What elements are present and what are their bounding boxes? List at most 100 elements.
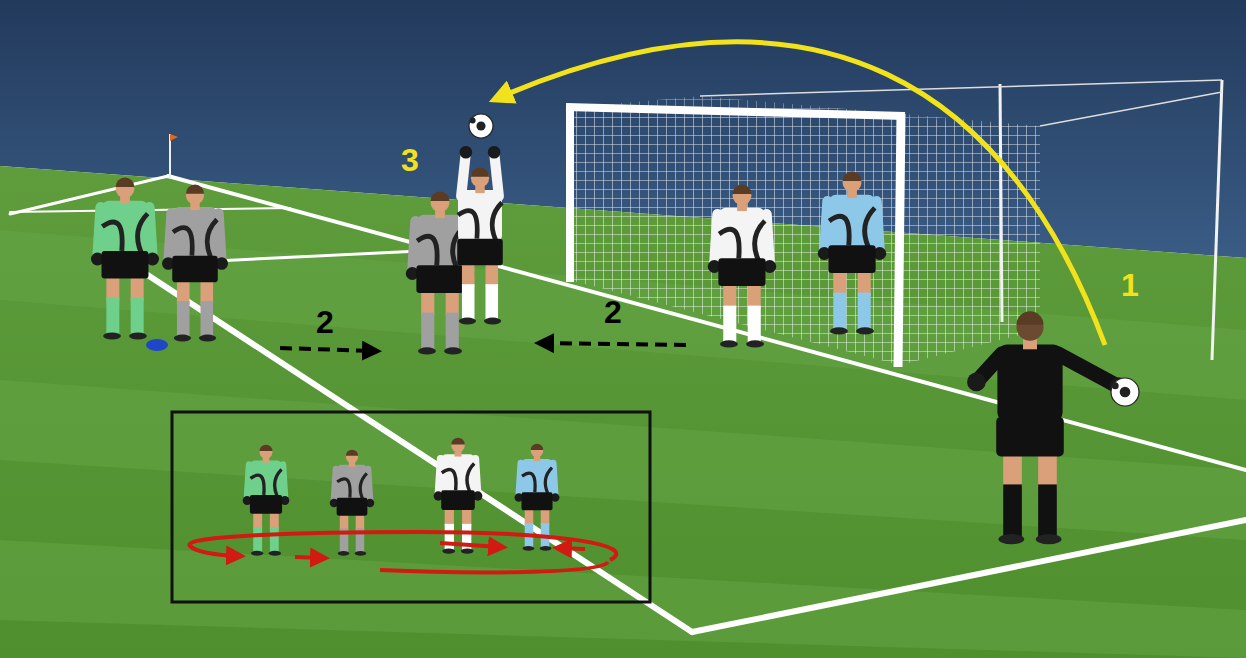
hair	[733, 185, 752, 194]
shorts	[416, 265, 463, 293]
boot	[720, 340, 738, 347]
goalkeeper-figure	[818, 172, 886, 335]
leg	[462, 262, 475, 287]
shirt	[442, 454, 474, 492]
football	[1111, 378, 1139, 406]
shirt	[719, 208, 765, 262]
shirt	[829, 195, 875, 249]
boot	[856, 327, 874, 334]
crossbar	[566, 107, 905, 116]
arm	[824, 201, 827, 253]
goal	[566, 80, 1222, 367]
leg	[356, 514, 364, 531]
leg	[525, 508, 534, 525]
sock	[1003, 484, 1022, 538]
hair	[451, 438, 464, 445]
arm	[149, 207, 152, 259]
arm	[766, 214, 769, 266]
net-rope	[1040, 92, 1222, 126]
boot	[199, 335, 216, 342]
rotation-arrow	[189, 532, 616, 560]
hair	[531, 444, 543, 450]
net-support	[1000, 84, 1002, 322]
shirt-pattern	[337, 473, 367, 498]
arm	[97, 207, 100, 259]
boot	[999, 534, 1025, 544]
net-support	[1212, 80, 1222, 360]
rotation-arrow	[295, 557, 322, 558]
shorts	[250, 495, 282, 514]
sock	[445, 524, 454, 551]
shorts	[521, 492, 552, 510]
boot	[269, 551, 281, 556]
arm	[219, 213, 222, 263]
goalkeeper-figure	[967, 311, 1128, 544]
hair	[843, 172, 862, 181]
ball-patch	[476, 121, 485, 130]
hair	[116, 178, 135, 187]
shorts	[102, 251, 149, 279]
goalkeeper-figure	[708, 185, 776, 348]
leg	[446, 290, 459, 316]
sock	[723, 306, 736, 343]
shirt-pattern	[442, 464, 474, 492]
arm	[876, 201, 879, 253]
sock	[200, 301, 213, 337]
leg	[106, 275, 119, 301]
sock	[270, 527, 279, 553]
arm	[168, 213, 171, 263]
shorts	[441, 490, 475, 510]
arm	[461, 152, 466, 196]
callout-number: 1	[1121, 269, 1139, 301]
ball	[1111, 378, 1139, 406]
boot	[338, 551, 350, 556]
glove	[488, 146, 501, 159]
shirt	[522, 459, 552, 494]
goal-net	[570, 108, 905, 365]
goal-post	[898, 114, 901, 367]
glove	[460, 146, 473, 159]
shirt-pattern	[250, 469, 281, 496]
arm	[1058, 354, 1119, 387]
arm	[412, 221, 415, 273]
arm	[714, 214, 717, 266]
glove	[967, 373, 986, 392]
boot	[442, 549, 455, 554]
sock	[748, 306, 761, 343]
shorts	[996, 417, 1064, 457]
hair	[1016, 311, 1043, 325]
sock	[858, 293, 871, 330]
leg	[445, 508, 454, 527]
ball	[469, 114, 493, 138]
goal-post	[566, 106, 574, 282]
shorts	[718, 258, 765, 286]
goalkeeper-figure	[330, 450, 375, 556]
callout-number: 3	[401, 144, 419, 176]
shirt	[173, 207, 217, 259]
boot	[355, 551, 367, 556]
shirt-pattern	[522, 468, 552, 494]
shorts	[828, 245, 875, 273]
leg	[541, 508, 550, 525]
boot	[418, 347, 436, 354]
boot	[174, 335, 191, 342]
shirt-pattern	[173, 220, 217, 258]
arm	[475, 459, 477, 496]
arm	[247, 465, 249, 501]
corner-flag	[170, 134, 178, 141]
arm	[553, 463, 555, 497]
leg	[858, 270, 871, 296]
rotation-arrow	[440, 543, 500, 547]
boot	[251, 551, 263, 556]
shirt	[250, 461, 281, 498]
arm	[368, 469, 370, 503]
shirt-pattern	[719, 221, 765, 260]
sock	[446, 313, 459, 350]
boot	[103, 332, 121, 339]
hair	[471, 168, 489, 177]
sock	[131, 298, 144, 335]
goalkeeper-figure	[457, 146, 503, 325]
boot	[540, 546, 552, 551]
boot	[1036, 534, 1062, 544]
arm	[283, 465, 285, 501]
